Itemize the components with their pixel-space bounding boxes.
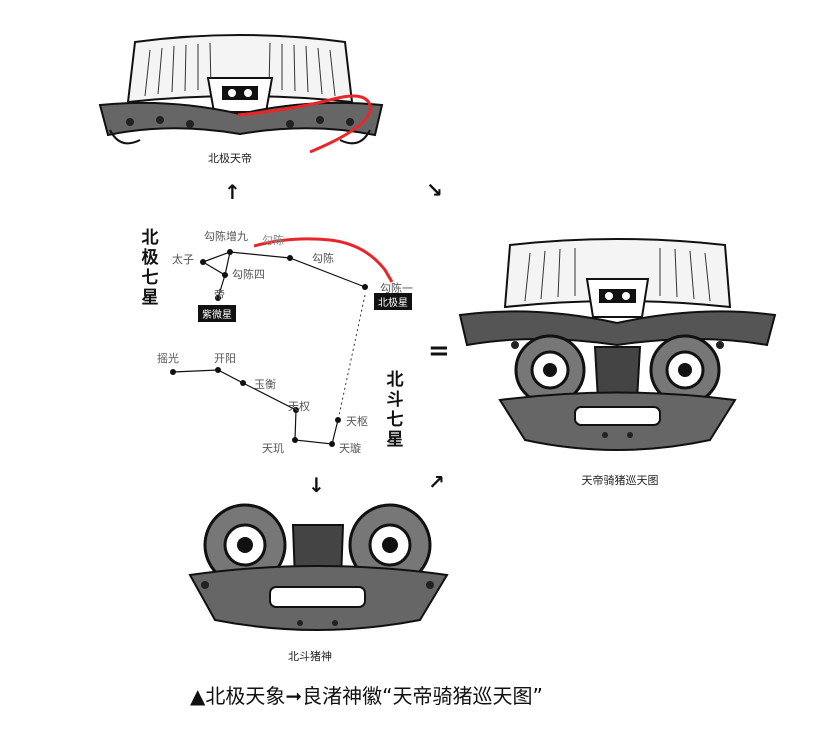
big-dipper-boar-god-emblem <box>188 503 449 631</box>
arrow-down-icon: ↓ <box>308 473 325 497</box>
star-label-tianxuan: 天璇 <box>339 442 361 455</box>
star-label-tianshu: 天枢 <box>346 415 368 428</box>
star-label-taizi: 太子 <box>172 253 194 266</box>
star-label-gouchen-obscured: 勾陈 <box>262 234 284 247</box>
red-annotation-stroke-stars <box>253 237 394 283</box>
arrow-up-icon: ↑ <box>224 180 241 204</box>
north-pole-emperor-caption: 北极天帝 <box>208 152 252 165</box>
equals-sign: = <box>428 336 450 366</box>
tag-polaris: 北极星 <box>374 293 412 310</box>
star-label-yaoguang: 摇光 <box>157 352 179 365</box>
star-label-tianquan: 天权 <box>288 400 310 413</box>
arrow-diagonal-down-icon: ↘ <box>426 178 443 202</box>
star-label-gouchen-yi: 勾陈一 <box>380 282 413 295</box>
tag-ziwei-star: 紫微星 <box>198 305 236 322</box>
star-label-gouchen-er: 勾陈 <box>312 252 334 265</box>
big-dipper-seven-stars-title: 北 斗 七 星 <box>386 370 404 450</box>
emperor-riding-boar-caption: 天帝骑猪巡天图 <box>581 474 659 487</box>
star-label-di: 帝 <box>214 288 225 301</box>
north-pole-seven-stars-title: 北 极 七 星 <box>141 228 159 308</box>
figure-title-caption: ▲北极天象➞良渚神徽“天帝骑猪巡天图” <box>190 684 543 708</box>
star-label-gouchen-si: 勾陈四 <box>232 268 265 281</box>
big-dipper-boar-god-caption: 北斗猪神 <box>288 650 332 663</box>
star-label-kaiyang: 开阳 <box>214 352 236 365</box>
star-label-yuheng: 玉衡 <box>254 378 276 391</box>
north-pole-emperor-emblem <box>98 34 384 145</box>
star-label-gouchen-zengjiu: 勾陈增九 <box>204 230 248 243</box>
star-label-tianji: 天玑 <box>262 442 284 455</box>
emperor-riding-boar-emblem <box>458 238 777 451</box>
arrow-diagonal-up-icon: ↗ <box>428 470 445 494</box>
red-annotation-stroke-top <box>237 94 372 154</box>
